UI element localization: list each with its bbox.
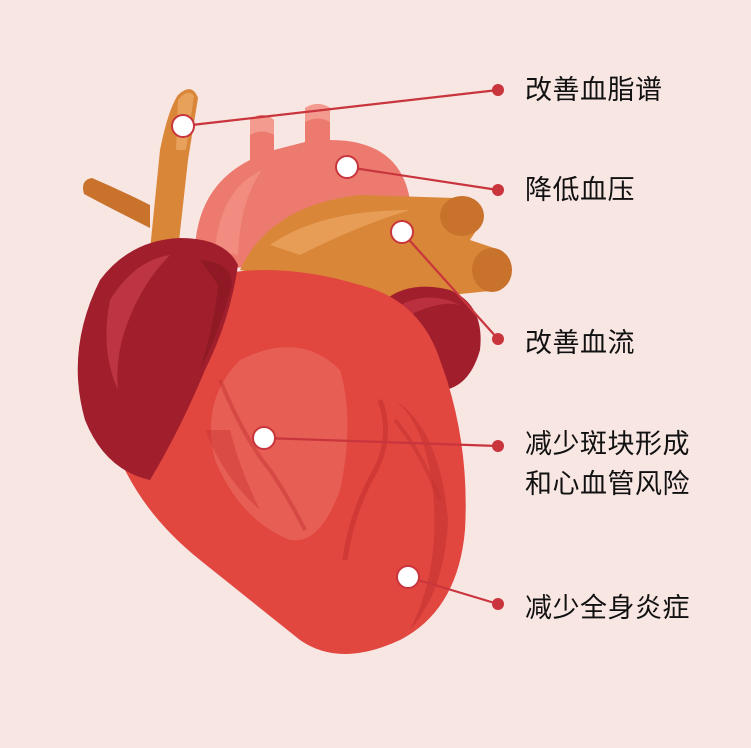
right-atrium — [77, 238, 239, 480]
label-improve-lipid-profile: 改善血脂谱 — [525, 75, 663, 106]
marker-dot-plaque — [252, 426, 276, 450]
marker-dot-flow — [390, 220, 414, 244]
marker-dots — [171, 114, 420, 589]
label-reduce-plaque-line2: 和心血管风险 — [525, 469, 690, 500]
callout-line-inflammation — [407, 575, 499, 606]
callout-line-plaque — [263, 436, 499, 448]
marker-dot-pressure — [335, 155, 359, 179]
callout-lines — [182, 88, 499, 606]
label-reduce-plaque-line1: 减少斑块形成 — [525, 429, 690, 460]
label-lower-blood-pressure: 降低血压 — [525, 175, 635, 206]
label-reduce-inflammation: 减少全身炎症 — [525, 593, 690, 624]
callout-line-flow — [401, 231, 499, 340]
marker-dot-lipids — [171, 114, 195, 138]
vena-cava — [83, 89, 198, 250]
callout-line-pressure — [346, 165, 499, 192]
callout-line-lipids — [182, 88, 499, 128]
marker-dot-inflammation — [396, 565, 420, 589]
label-improve-blood-flow: 改善血流 — [525, 328, 635, 359]
callout-end-dots — [492, 84, 504, 610]
